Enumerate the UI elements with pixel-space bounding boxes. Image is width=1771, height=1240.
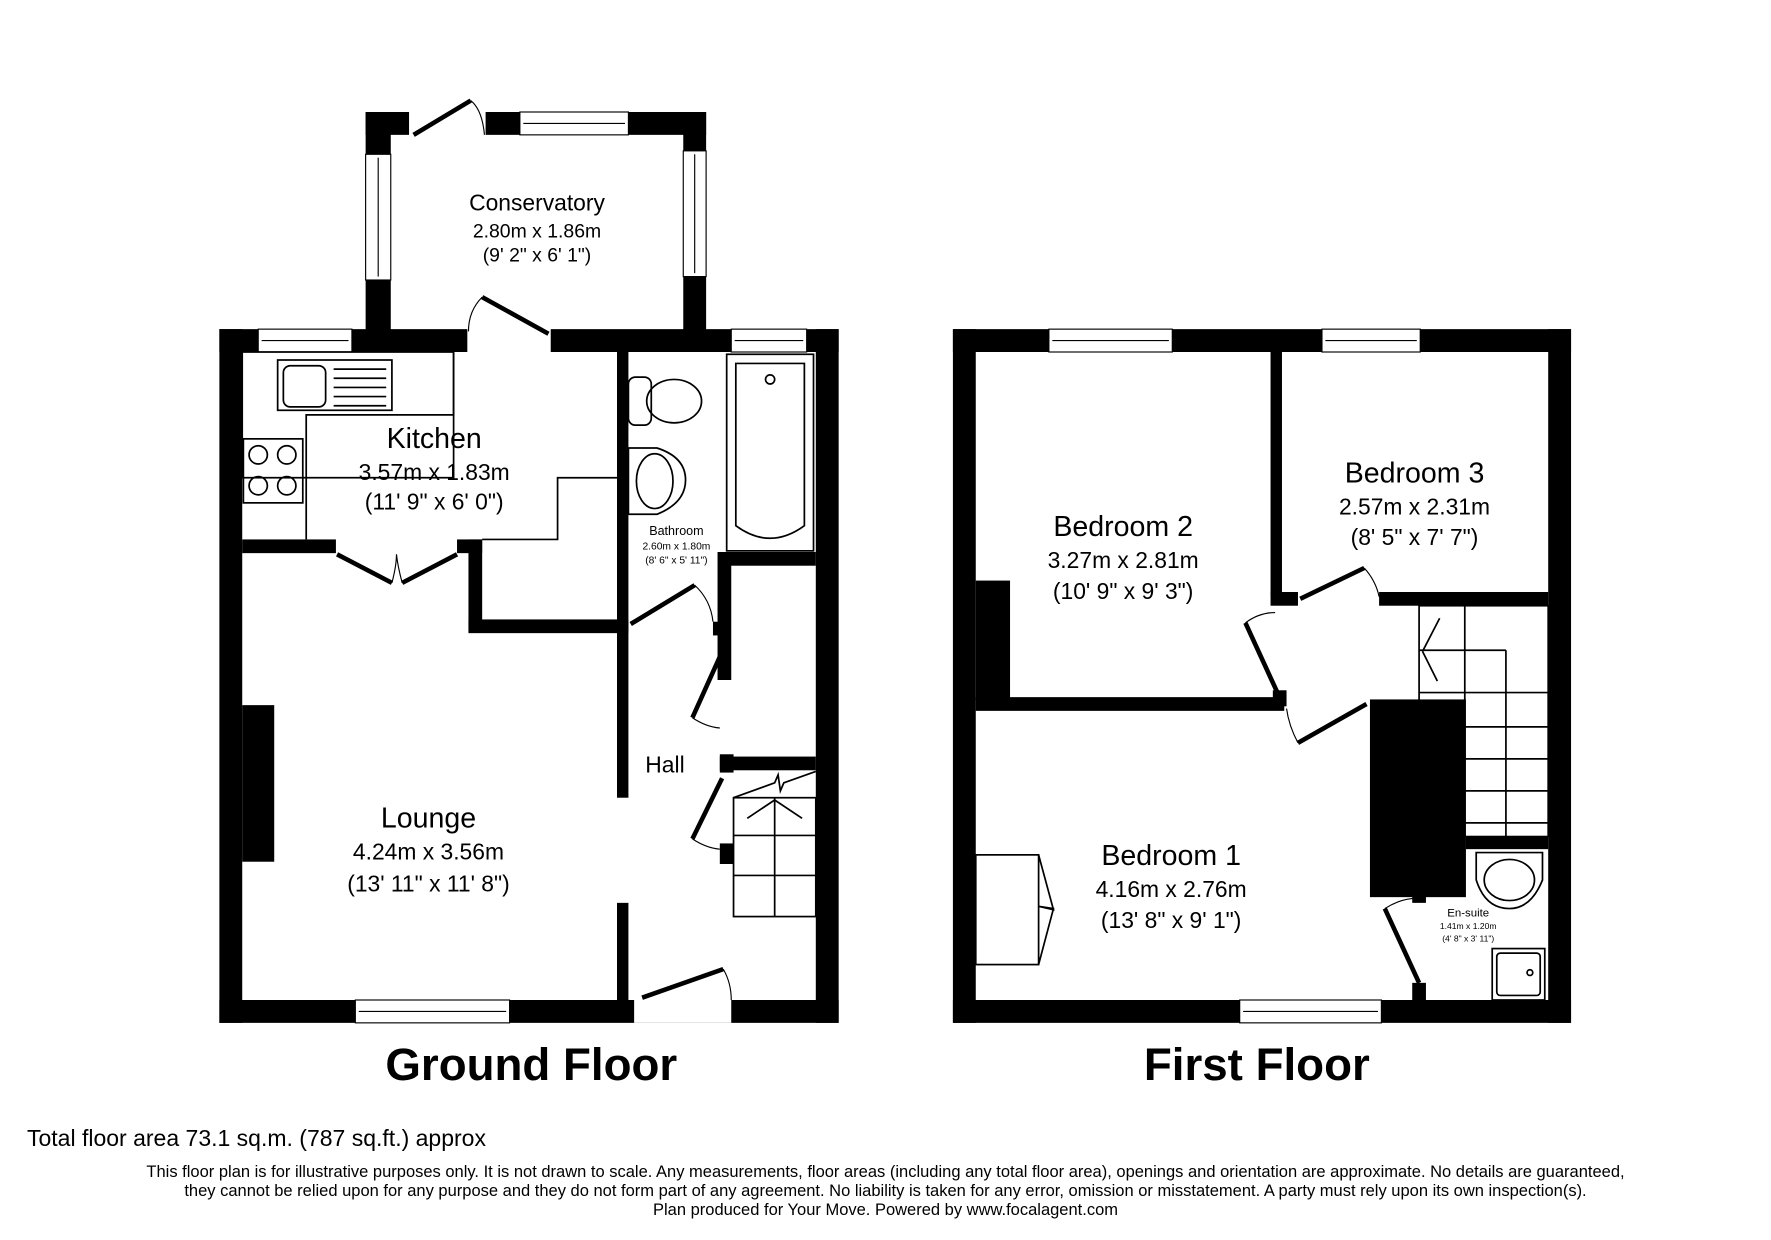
cupboard-door (690, 648, 726, 719)
total-floor-area: Total floor area 73.1 sq.m. (787 sq.ft.)… (27, 1125, 486, 1151)
room-imperial-conservatory: (9' 2" x 6' 1") (483, 245, 592, 267)
room-name-bedroom-1: Bedroom 1 (1101, 840, 1241, 872)
toilet-icon (627, 376, 703, 426)
basin-icon (1475, 851, 1544, 910)
room-name-bedroom-2: Bedroom 2 (1053, 511, 1193, 543)
disclaimer-line-1: This floor plan is for illustrative purp… (146, 1163, 1625, 1181)
room-imperial-bedroom-2: (10' 9" x 9' 3") (1053, 578, 1193, 604)
sink-icon (276, 359, 393, 412)
room-name-kitchen: Kitchen (387, 423, 482, 455)
staircase-icon (1418, 604, 1550, 838)
bedroom-2-door (1243, 621, 1280, 694)
front-door (641, 966, 725, 1000)
wardrobe-icon (974, 854, 1055, 966)
room-name-bathroom: Bathroom (649, 524, 703, 538)
floor-title-first: First Floor (1144, 1039, 1370, 1090)
room-imperial-en-suite: (4' 8" x 3' 11") (1442, 934, 1494, 944)
disclaimer-line-2: they cannot be relied upon for any purpo… (184, 1182, 1587, 1200)
room-metric-kitchen: 3.57m x 1.83m (359, 459, 510, 485)
staircase-icon (732, 770, 817, 918)
shower-icon (1491, 947, 1546, 1001)
en-suite-door (1382, 907, 1422, 984)
first-floor-plan: Bedroom 2 3.27m x 2.81m (10' 9" x 9' 3")… (952, 328, 1572, 1090)
basin-icon (627, 447, 687, 516)
bathroom-door (629, 583, 696, 626)
room-imperial-lounge: (13' 11" x 11' 8") (347, 870, 509, 896)
room-metric-bedroom-3: 2.57m x 2.31m (1339, 493, 1490, 519)
room-name-bedroom-3: Bedroom 3 (1345, 457, 1485, 489)
room-imperial-kitchen: (11' 9" x 6' 0") (365, 489, 504, 515)
hob-icon (242, 438, 304, 504)
disclaimer: This floor plan is for illustrative purp… (0, 1163, 1771, 1220)
room-metric-en-suite: 1.41m x 1.20m (1440, 921, 1497, 931)
room-metric-conservatory: 2.80m x 1.86m (473, 221, 601, 243)
room-imperial-bedroom-1: (13' 8" x 9' 1") (1101, 907, 1241, 933)
room-imperial-bedroom-3: (8' 5" x 7' 7") (1351, 524, 1479, 550)
bedroom-3-door (1299, 565, 1366, 601)
room-imperial-bathroom: (8' 6" x 5' 11") (645, 555, 707, 566)
bedroom-1-door (1296, 702, 1368, 745)
room-name-hall: Hall (645, 752, 684, 778)
door (481, 295, 550, 336)
room-metric-bedroom-2: 3.27m x 2.81m (1048, 547, 1199, 573)
room-metric-bathroom: 2.60m x 1.80m (642, 542, 710, 553)
room-name-conservatory: Conservatory (469, 189, 605, 215)
cupboard-door (690, 777, 725, 840)
room-name-en-suite: En-suite (1447, 908, 1489, 920)
door (336, 552, 393, 585)
ground-floor-plan: Conservatory 2.80m x 1.86m (9' 2" x 6' 1… (219, 98, 839, 1090)
room-metric-bedroom-1: 4.16m x 2.76m (1096, 876, 1247, 902)
room-name-lounge: Lounge (381, 802, 476, 834)
room-metric-lounge: 4.24m x 3.56m (353, 838, 504, 864)
door (412, 98, 472, 137)
door (401, 552, 459, 585)
plan-credit: Plan produced for Your Move. Powered by … (652, 1201, 1118, 1219)
floor-title-ground: Ground Floor (385, 1039, 677, 1090)
bath-icon (725, 353, 815, 552)
